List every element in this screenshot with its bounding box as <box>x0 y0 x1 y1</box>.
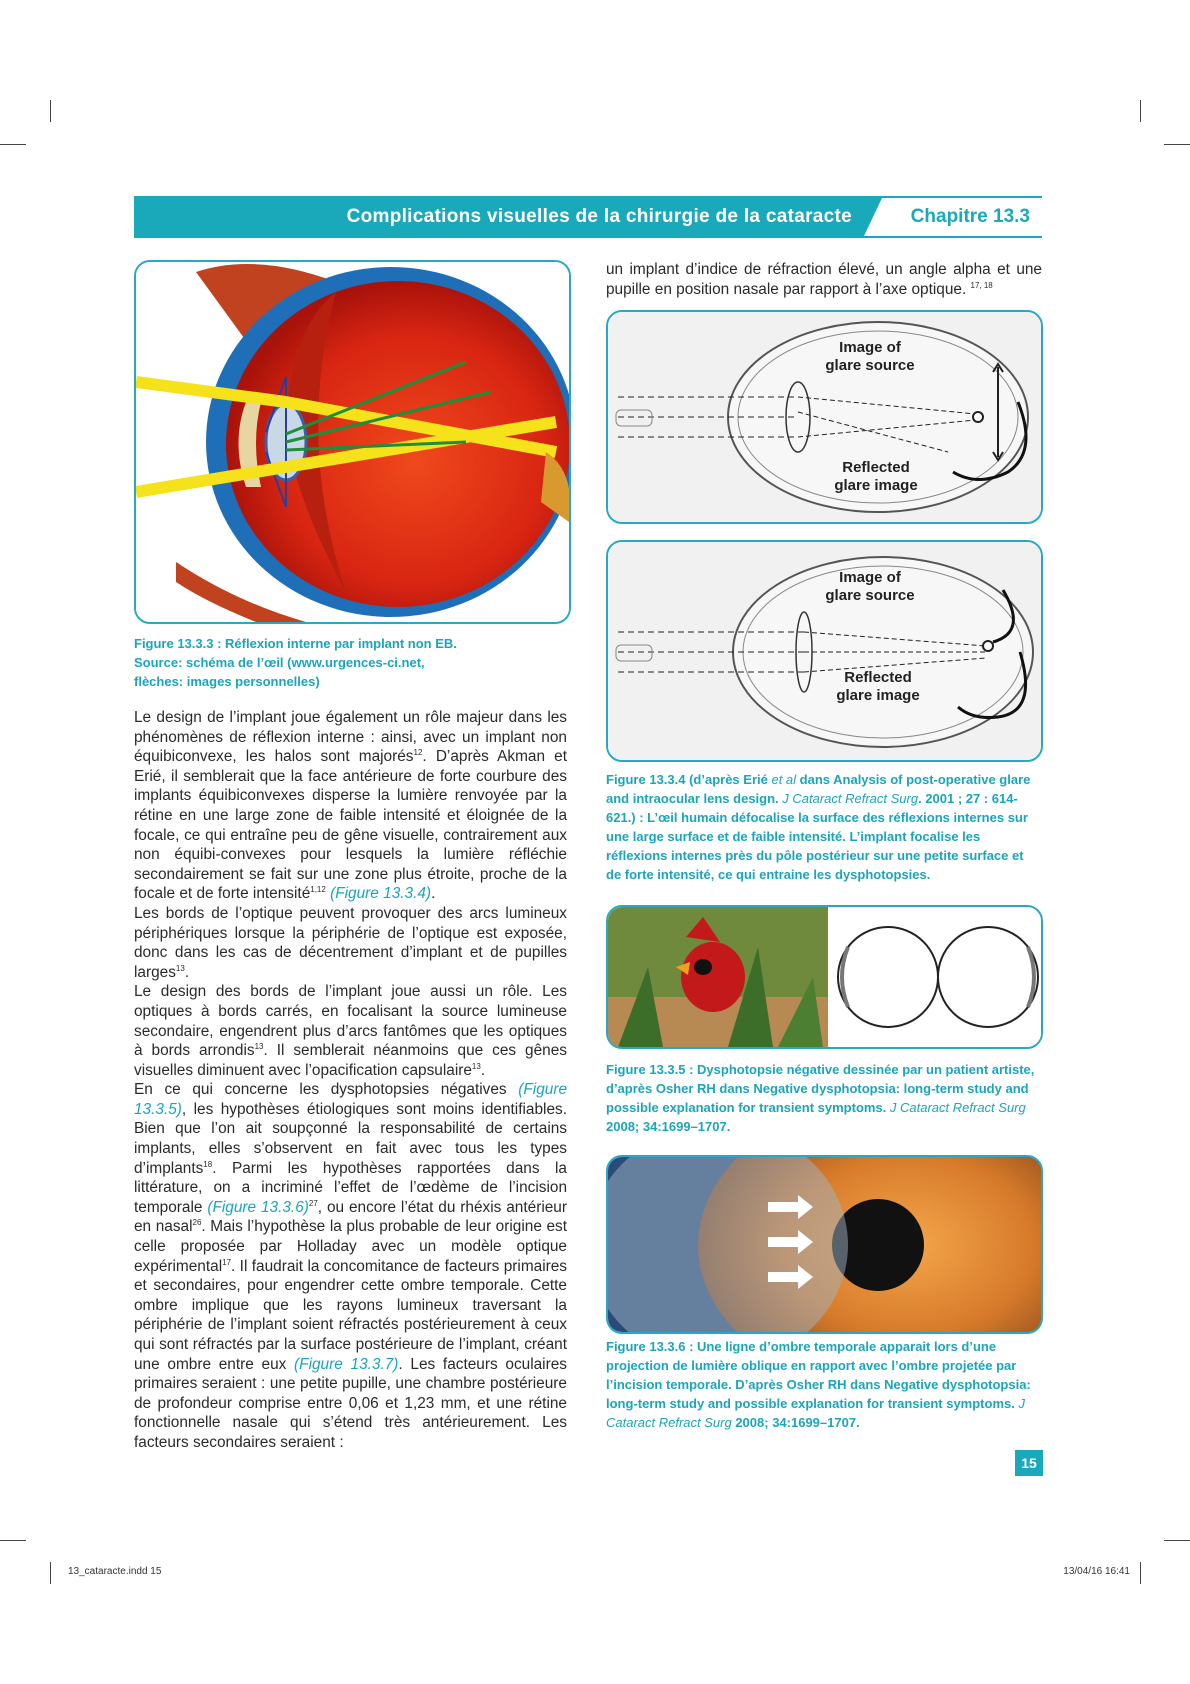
text-span: . <box>480 1061 486 1079</box>
diagram-label: Reflected <box>844 669 912 686</box>
crop-mark <box>0 1540 26 1541</box>
chapter-tab <box>882 198 1042 236</box>
crop-mark <box>1164 1540 1190 1541</box>
header-tab-edge <box>864 198 882 236</box>
citation: 13 <box>254 1041 264 1051</box>
figure-eye-illustration <box>134 260 571 624</box>
text-span: , ou encore l’état du rhéxis antérieur e… <box>134 1198 567 1236</box>
caption-journal: J Cataract Refract Surg <box>889 1100 1026 1115</box>
caption-line: flèches: images personnelles) <box>134 674 320 689</box>
citation: 1,12 <box>310 885 326 895</box>
caption-text: Figure 13.3.6 : Une ligne d’ombre tempor… <box>606 1339 1031 1411</box>
slug-filename: 13_cataracte.indd 15 <box>68 1566 162 1577</box>
caption-journal: J Cataract Refract Surg <box>606 1396 1025 1430</box>
caption-text: Figure 13.3.5 : Dysphotopsie négative de… <box>606 1062 1035 1115</box>
figure-reference-link[interactable]: (Figure 13.3.7) <box>294 1355 399 1373</box>
figure-glare-diagram-1: Image of glare source Reflected glare im… <box>606 310 1043 524</box>
paragraph: Le design des bords de l’implant joue au… <box>134 982 567 1080</box>
caption-text: Figure 13.3.4 (d’après Erié <box>606 772 772 787</box>
citation: 27 <box>308 1198 318 1208</box>
crop-mark <box>1140 1562 1141 1584</box>
figure-reference-link[interactable]: (Figure 13.3.4) <box>330 885 432 903</box>
text-span: . Les facteurs oculaires primaires serai… <box>134 1355 567 1451</box>
caption-figure-13-3-5: Figure 13.3.5 : Dysphotopsie négative de… <box>606 1060 1036 1136</box>
text-span: Le design des bords de l’implant joue au… <box>134 983 567 1060</box>
caption-text: . 2001 ; 27 : 614-621.) : L’œil humain d… <box>606 791 1028 882</box>
eye-cross-section-image <box>136 262 569 622</box>
glare-diagram-image: Image of glare source Reflected glare im… <box>608 312 1041 522</box>
text-span: . Il faudrait la concomitance de facteur… <box>134 1257 567 1373</box>
caption-figure-13-3-4: Figure 13.3.4 (d’après Erié et al dans A… <box>606 770 1036 884</box>
citation: 13 <box>471 1061 481 1071</box>
body-text-left-column: Le design de l’implant joue également un… <box>134 708 567 1453</box>
citation: 12 <box>413 748 423 758</box>
diagram-label: Image of <box>839 339 902 356</box>
caption-journal: J Cataract Refract Surg <box>782 791 919 806</box>
crop-mark <box>1140 100 1141 122</box>
caption-line: Figure 13.3.3 : Réflexion interne par im… <box>134 636 457 651</box>
diagram-label: glare image <box>836 687 919 704</box>
slug-datetime: 13/04/16 16:41 <box>1063 1566 1130 1577</box>
chapter-header: Complications visuelles de la chirurgie … <box>134 196 1042 238</box>
paragraph: Les bords de l’optique peuvent provoquer… <box>134 904 567 982</box>
right-column-intro: un implant d’indice de réfraction élevé,… <box>606 260 1042 299</box>
figure-13-3-6 <box>606 1155 1043 1334</box>
figure-reference-link[interactable]: (Figure 13.3.6) <box>207 1198 309 1216</box>
citation: 17, 18 <box>970 280 993 290</box>
caption-figure-13-3-6: Figure 13.3.6 : Une ligne d’ombre tempor… <box>606 1337 1036 1432</box>
page-number: 15 <box>1015 1450 1043 1476</box>
citation: 18 <box>203 1159 213 1169</box>
caption-figure-13-3-3: Figure 13.3.3 : Réflexion interne par im… <box>134 634 554 691</box>
diagram-label: Image of <box>839 569 902 586</box>
text-span: , les hypothèses étiologiques sont moins… <box>134 1100 567 1177</box>
citation: 17 <box>222 1257 232 1267</box>
caption-italic: et al <box>771 772 797 787</box>
header-title: Complications visuelles de la chirurgie … <box>346 206 852 227</box>
text-span: Les bords de l’optique peuvent provoquer… <box>134 904 567 981</box>
diagram-label: glare image <box>834 477 917 494</box>
diagram-label: glare source <box>825 357 914 374</box>
text-span: Le design de l’implant joue également un… <box>134 709 567 766</box>
glare-diagram-image: Image of glare source Reflected glare im… <box>608 542 1041 760</box>
citation: 13 <box>175 963 185 973</box>
text-span: . <box>431 885 436 903</box>
crop-mark <box>50 1562 51 1584</box>
caption-text: 2008; 34:1699–1707. <box>731 1415 860 1430</box>
figure-13-3-5 <box>606 905 1043 1049</box>
paragraph: En ce qui concerne les dysphotopsies nég… <box>134 1080 567 1452</box>
text-span: un implant d’indice de réfraction élevé,… <box>606 261 1042 298</box>
paragraph: Le design de l’implant joue également un… <box>134 708 567 904</box>
iris-photo <box>608 1157 1041 1332</box>
diagram-label: Reflected <box>842 459 910 476</box>
crop-mark <box>1164 144 1190 145</box>
text-span: . Mais l’hypothèse la plus probable de l… <box>134 1218 567 1275</box>
text-span: . <box>184 963 190 981</box>
caption-line: Source: schéma de l’œil (www.urgences-ci… <box>134 655 425 670</box>
text-span: . Parmi les hypothèses rapportées dans l… <box>134 1159 567 1216</box>
figure-glare-diagram-2: Image of glare source Reflected glare im… <box>606 540 1043 762</box>
diagram-label: glare source <box>825 587 914 604</box>
crop-mark <box>50 100 51 122</box>
figure-reference-link[interactable]: (Figure 13.3.5) <box>134 1081 567 1118</box>
caption-text: 2008; 34:1699–1707. <box>606 1119 731 1134</box>
text-span: . D’après Akman et Erié, il semblerait q… <box>134 748 567 903</box>
crop-mark <box>0 144 26 145</box>
text-span: En ce qui concerne les dysphotopsies nég… <box>134 1081 519 1099</box>
citation: 26 <box>192 1218 202 1228</box>
caption-text: dans Analysis of post-operative glare an… <box>606 772 1031 806</box>
text-span: . Il semblerait néanmoins que ces gênes … <box>134 1042 567 1079</box>
negative-dysphotopsia-drawing <box>608 907 1041 1047</box>
chapter-label: Chapitre 13.3 <box>910 206 1030 227</box>
